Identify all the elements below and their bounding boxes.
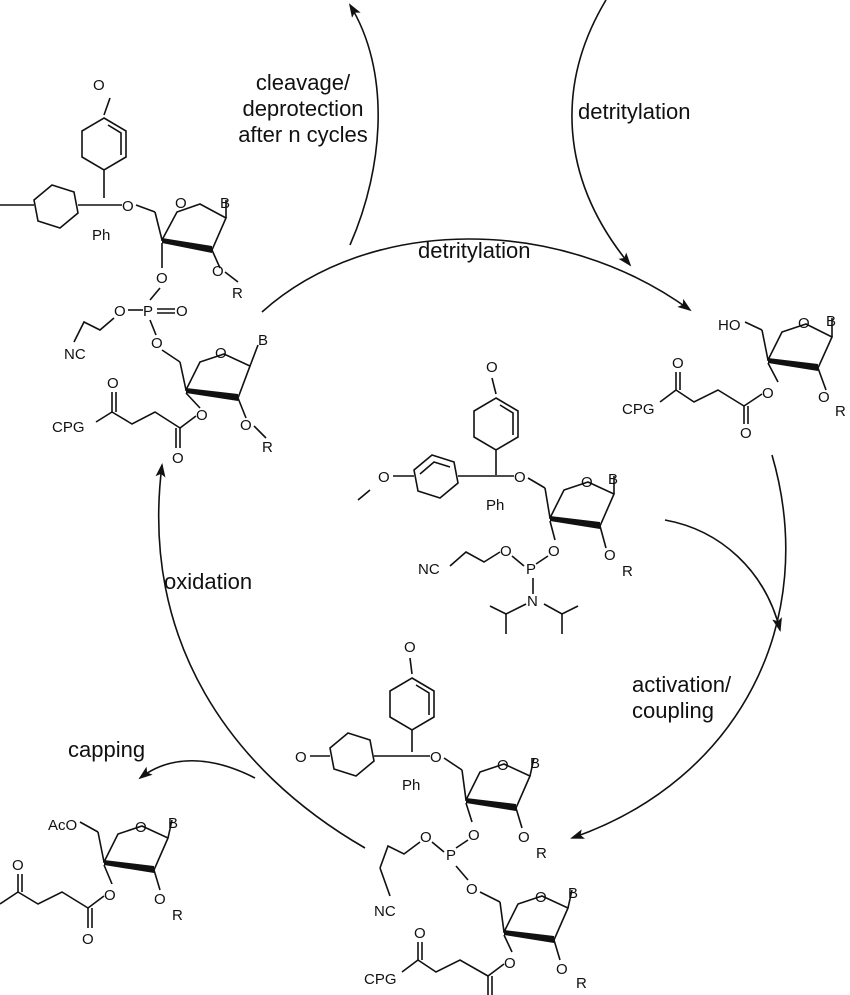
r-group-2: R — [262, 439, 273, 456]
phosphorus-1: P — [143, 303, 153, 320]
base-label-4: B — [608, 471, 618, 488]
ester-oxygen-6: O — [504, 955, 516, 972]
nitrile-label-2: NC — [418, 561, 440, 578]
r-oxygen-2: O — [240, 417, 252, 434]
ring-oxygen-4: O — [581, 474, 593, 491]
base-label-5: B — [530, 755, 540, 772]
molecule-dinucleotide-top: O Ph O O B O R O — [0, 77, 273, 467]
ether-oxygen-2: O — [514, 469, 526, 486]
r-group-5: R — [536, 845, 547, 862]
phosphate-oxygen-3: O — [151, 335, 163, 352]
label-detritylation-arc: detritylation — [418, 238, 531, 263]
oxidation-arrow — [155, 463, 366, 849]
r-group-7: R — [172, 907, 183, 924]
ring-oxygen-5: O — [497, 757, 509, 774]
methoxy-oxygen: O — [93, 77, 105, 94]
base-label-7: B — [168, 815, 178, 832]
carbonyl-oxygen-3: O — [740, 425, 752, 442]
cpg-label-2: CPG — [622, 401, 655, 418]
carbonyl-oxygen-2: O — [107, 375, 119, 392]
ether-oxygen: O — [122, 198, 134, 215]
base-label-2: B — [258, 332, 268, 349]
carbonyl-oxygen-7: O — [82, 931, 94, 948]
phosphite-oxygen-5: O — [466, 881, 478, 898]
ester-oxygen-1: O — [196, 407, 208, 424]
molecule-coupled-dinucleotide: O O Ph O O B O R O P — [295, 639, 587, 995]
activation-line-2: coupling — [632, 698, 714, 723]
phenyl-label-3: Ph — [402, 777, 420, 794]
methoxy-oxygen-5: O — [295, 749, 307, 766]
r-oxygen-4: O — [604, 547, 616, 564]
molecule-detritylated: HO O B O R O O O CPG — [622, 313, 846, 442]
acetyl-label: AcO — [48, 817, 77, 834]
phosphite-oxygen-1: O — [548, 543, 560, 560]
carbonyl-oxygen-8: O — [12, 857, 24, 874]
hydroxyl-label: HO — [718, 317, 741, 334]
label-cleavage-deprotection: cleavage/ deprotection after n cycles — [218, 70, 388, 148]
phenyl-label-2: Ph — [486, 497, 504, 514]
phosphate-oxygen-1: O — [156, 270, 168, 287]
capping-arrow — [138, 759, 256, 780]
ring-oxygen-2: O — [215, 345, 227, 362]
nitrile-label-3: NC — [374, 903, 396, 920]
cleavage-line-2: deprotection — [242, 96, 364, 121]
phenyl-label: Ph — [92, 227, 110, 244]
r-oxygen-7: O — [154, 891, 166, 908]
ester-oxygen-7: O — [104, 887, 116, 904]
phosphoryl-oxygen: O — [176, 303, 188, 320]
r-group-6: R — [576, 975, 587, 992]
label-capping: capping — [68, 737, 146, 762]
ring-oxygen: O — [175, 195, 187, 212]
activation-coupling-arrow — [570, 454, 787, 839]
phosphorus-3: P — [446, 847, 456, 864]
label-detritylation-top: detritylation — [578, 99, 691, 124]
r-oxygen-3: O — [818, 389, 830, 406]
base-label-6: B — [568, 885, 578, 902]
methoxy-oxygen-4: O — [404, 639, 416, 656]
phosphite-oxygen-4: O — [420, 829, 432, 846]
phosphate-oxygen-2: O — [114, 303, 126, 320]
cleavage-line-3: after n cycles — [238, 122, 368, 147]
r-oxygen-5: O — [518, 829, 530, 846]
phosphorus-2: P — [526, 561, 536, 578]
ring-oxygen-7: O — [135, 819, 147, 836]
cpg-label-1: CPG — [52, 419, 85, 436]
detritylation-entry-arrow — [571, 0, 632, 267]
ether-oxygen-3: O — [430, 749, 442, 766]
activation-line-1: activation/ — [632, 672, 732, 697]
ring-oxygen-3: O — [798, 315, 810, 332]
methoxy-oxygen-3: O — [378, 469, 390, 486]
molecule-capped: AcO O B O R O O O — [0, 815, 183, 948]
ester-oxygen-3: O — [762, 385, 774, 402]
methoxy-oxygen-2: O — [486, 359, 498, 376]
nitrogen-label: N — [527, 593, 538, 610]
molecule-phosphoramidite: O O Ph O O B O R O P — [357, 359, 633, 634]
cleavage-arrow — [348, 3, 379, 246]
label-oxidation: oxidation — [164, 569, 253, 594]
phosphite-oxygen-2: O — [500, 543, 512, 560]
base-label: B — [220, 195, 230, 212]
r-oxygen-6: O — [556, 961, 568, 978]
label-activation-coupling: activation/ coupling — [632, 672, 731, 724]
r-group-4: R — [622, 563, 633, 580]
carbonyl-oxygen-6: O — [414, 925, 426, 942]
r-oxygen: O — [212, 263, 224, 280]
detritylation-arrow — [261, 238, 692, 313]
phosphite-oxygen-3: O — [468, 827, 480, 844]
monomer-feed-arrow — [664, 519, 782, 632]
carbonyl-oxygen-4: O — [672, 355, 684, 372]
r-group-3: R — [835, 403, 846, 420]
base-label-3: B — [826, 313, 836, 330]
ring-oxygen-6: O — [535, 889, 547, 906]
r-group: R — [232, 285, 243, 302]
carbonyl-oxygen-1: O — [172, 450, 184, 467]
nitrile-label-1: NC — [64, 346, 86, 363]
cpg-label-3: CPG — [364, 971, 397, 988]
cleavage-line-1: cleavage/ — [255, 70, 351, 95]
